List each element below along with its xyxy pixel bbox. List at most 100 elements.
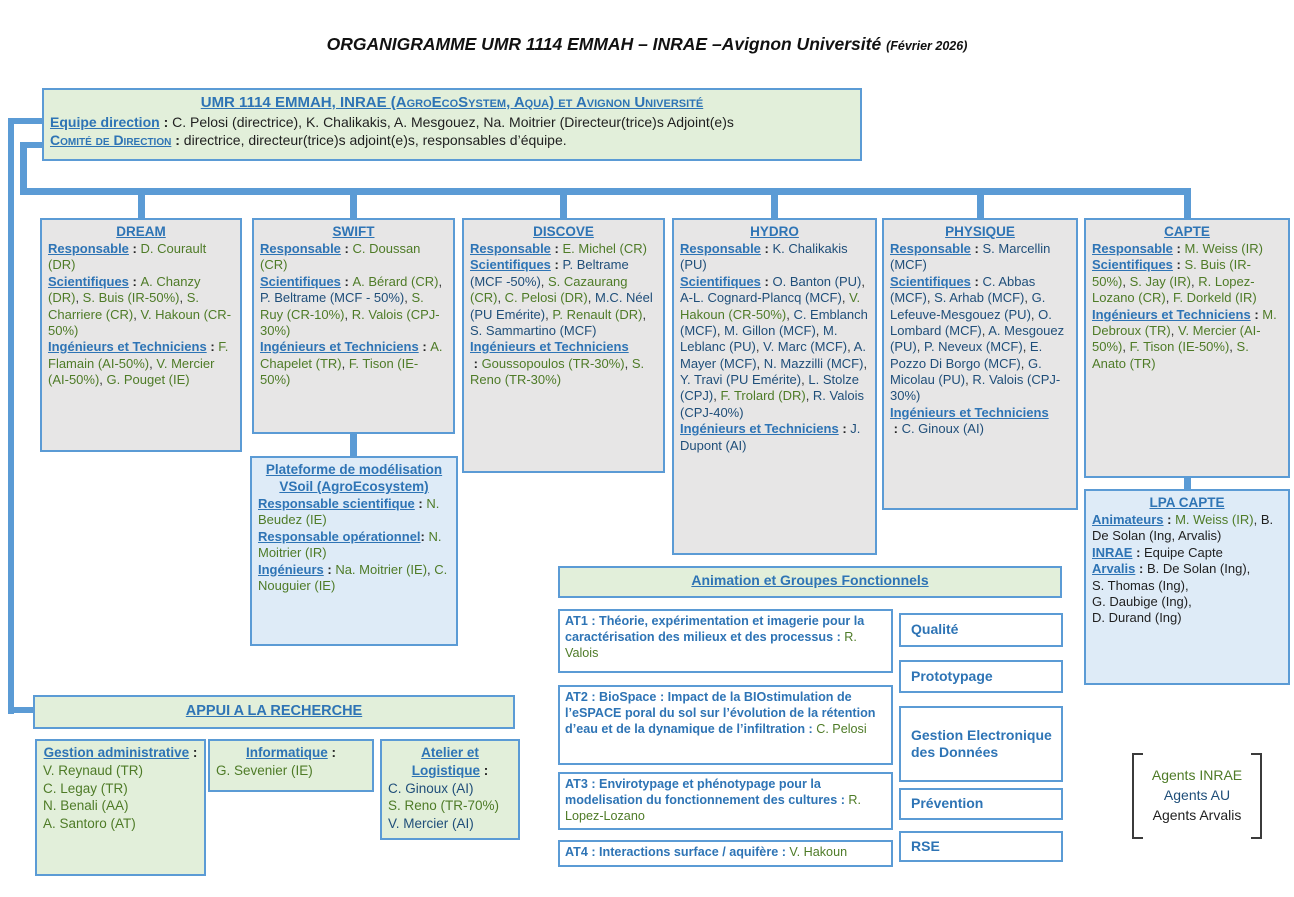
page-title-text: ORGANIGRAMME UMR 1114 EMMAH – INRAE –Avi… <box>326 34 882 54</box>
direction-row-label: Comité de Direction <box>50 131 172 148</box>
team-title: LPA CAPTE <box>1092 494 1282 511</box>
team-section: Responsable : S. Marcellin (MCF) <box>890 241 1051 273</box>
team-section: Ingénieurs et Techniciens : A. Chapelet … <box>260 339 443 387</box>
person: C. Pelosi (DR) <box>504 290 588 306</box>
team-title: DREAM <box>48 223 234 240</box>
team-box-swift: SWIFT Responsable : C. Doussan (CR)Scient… <box>252 218 455 434</box>
functional-group-box: Prévention <box>899 788 1063 820</box>
person: S. Jay (IR) <box>1129 273 1191 289</box>
team-section: Ingénieurs et Techniciens : M. Debroux (… <box>1092 306 1277 371</box>
person: O. Banton (PU) <box>772 273 862 289</box>
section-label: Ingénieurs et Techniciens <box>890 404 1049 420</box>
section-label: Scientifiques <box>470 257 551 273</box>
team-section: Responsable : C. Doussan (CR) <box>260 241 421 273</box>
person: M. Leblanc (PU) <box>680 322 838 355</box>
section-label: INRAE <box>1092 544 1133 560</box>
animation-header: Animation et Groupes Fonctionnels <box>558 566 1062 598</box>
team-box-dream: DREAM Responsable : D. Courault (DR)Scien… <box>40 218 242 452</box>
person: V. Hakoun (CR-50%) <box>680 290 861 322</box>
person: C. Doussan (CR) <box>260 241 421 273</box>
team-section: Responsable : M. Weiss (IR) <box>1092 241 1263 256</box>
functional-group-label: Gestion Electronique des Données <box>911 726 1052 761</box>
connector-line <box>20 188 1191 195</box>
connector-line <box>8 118 14 714</box>
person: R. Lopez-Lozano (CR) <box>1092 273 1255 306</box>
connector-line <box>20 142 27 190</box>
at-box-name: R. Lopez-Lozano <box>565 792 861 823</box>
person: E. Pozzo Di Borgo (MCF) <box>890 339 1043 371</box>
team-section: Responsable opérationnel: N. Moitrier (I… <box>258 528 442 561</box>
section-label: Arvalis <box>1092 561 1136 577</box>
connector-line <box>138 195 145 218</box>
direction-row-label: Equipe direction <box>50 113 160 130</box>
team-title-text: PHYSIQUE <box>945 224 1015 239</box>
team-title-text: SWIFT <box>332 224 375 239</box>
at-box-name: C. Pelosi <box>816 721 867 736</box>
connector-line <box>350 434 357 456</box>
person: A. Mayer (MCF) <box>680 339 866 371</box>
person: A. Mesgouez (PU) <box>890 322 1065 355</box>
section-label: Animateurs <box>1092 512 1164 527</box>
at-box-1: AT1 : Théorie, expérimentation et imager… <box>558 609 893 673</box>
team-section: Responsable : K. Chalikakis (PU) <box>680 241 848 273</box>
team-section: Ingénieurs et Techniciens : J. Dupont (A… <box>680 421 861 453</box>
functional-group-box: Prototypage <box>899 660 1063 693</box>
person: A. Santoro (AT) <box>43 816 136 832</box>
section-label: Scientifiques <box>680 273 761 289</box>
section-label: Responsable <box>48 241 129 256</box>
connector-line <box>771 195 778 218</box>
person: M.C. Néel (PU Emérite) <box>470 290 653 322</box>
direction-box-title: UMR 1114 EMMAH, INRAE (AgroEcoSystem, Aq… <box>200 94 704 111</box>
person: S. Buis (IR-50%) <box>1092 257 1251 289</box>
at-box-head: AT3 : Envirotypage et phénotypage pour l… <box>565 777 845 807</box>
at-box-name: R. Valois <box>565 629 857 660</box>
team-title-text: DREAM <box>116 224 166 239</box>
section-label: Responsable <box>260 241 341 256</box>
at-box-head: AT1 : Théorie, expérimentation et imager… <box>565 614 865 644</box>
section-label: Ingénieurs et Techniciens <box>260 339 419 355</box>
person: A-L. Cognard-Plancq (MCF) <box>680 290 842 306</box>
person: V. Mercier (AI-50%) <box>1092 322 1261 355</box>
person: F. Dorkeld (IR) <box>1172 290 1257 306</box>
section-label: Scientifiques <box>48 273 129 289</box>
team-title-text: DISCOVE <box>533 224 594 239</box>
at-box-3: AT3 : Envirotypage et phénotypage pour l… <box>558 772 893 830</box>
person: R. Valois (CPJ-30%) <box>260 306 440 338</box>
person: Na. Moitrier (IE) <box>335 561 428 577</box>
person: S. Marcellin (MCF) <box>890 241 1051 273</box>
team-title-text: Plateforme de modélisation VSoil (AgroEc… <box>265 462 443 494</box>
direction-box: UMR 1114 EMMAH, INRAE (AgroEcoSystem, Aq… <box>42 88 862 161</box>
team-section: Scientifiques : A. Chanzy (DR), S. Buis … <box>48 273 232 338</box>
team-section: Arvalis : B. De Solan (Ing),S. Thomas (I… <box>1092 561 1251 626</box>
person: N. Mazzilli (MCF) <box>763 355 864 371</box>
appui-header: APPUI A LA RECHERCHE <box>33 695 515 729</box>
page-title-date-text: (Février 2026) <box>886 39 968 53</box>
person: S. Buis (IR-50%) <box>82 290 180 306</box>
team-section: Scientifiques : S. Buis (IR-50%), S. Jay… <box>1092 257 1257 306</box>
direction-row-text: directrice, directeur(trice)s adjoint(e)… <box>183 131 567 148</box>
person: C. Ginoux (AI) <box>901 421 984 437</box>
person: D. Courault (DR) <box>48 241 207 273</box>
appui-box-title: Gestion administrative : <box>43 745 198 760</box>
person: A. Chanzy (DR) <box>48 273 201 306</box>
appui-box-atelier: Atelier et Logistique :C. Ginoux (AI)S. … <box>380 739 520 841</box>
section-label: Scientifiques <box>260 273 341 289</box>
team-section: Responsable : D. Courault (DR) <box>48 241 207 273</box>
animation-header-title: Animation et Groupes Fonctionnels <box>691 572 929 589</box>
person: P. Beltrame (MCF -50%) <box>470 257 629 289</box>
at-box-head: AT4 : Interactions surface / aquifère : <box>565 845 786 859</box>
team-title: CAPTE <box>1092 223 1282 240</box>
person: S. Ruy (CR-10%) <box>260 290 424 322</box>
person: P. Neveux (MCF) <box>923 339 1023 355</box>
person: V. Marc (MCF) <box>763 339 848 355</box>
person: S. Reno (TR-70%) <box>388 798 500 814</box>
section-label: Ingénieurs et Techniciens <box>48 339 207 355</box>
section-label: Responsable opérationnel <box>258 528 421 544</box>
section-label: Scientifiques <box>890 273 971 289</box>
person: R. Valois (CPJ-40%) <box>680 388 864 420</box>
team-title-text: CAPTE <box>1164 224 1210 239</box>
person: S. Arhab (MCF) <box>934 290 1025 306</box>
person: J. Dupont (AI) <box>680 421 861 453</box>
